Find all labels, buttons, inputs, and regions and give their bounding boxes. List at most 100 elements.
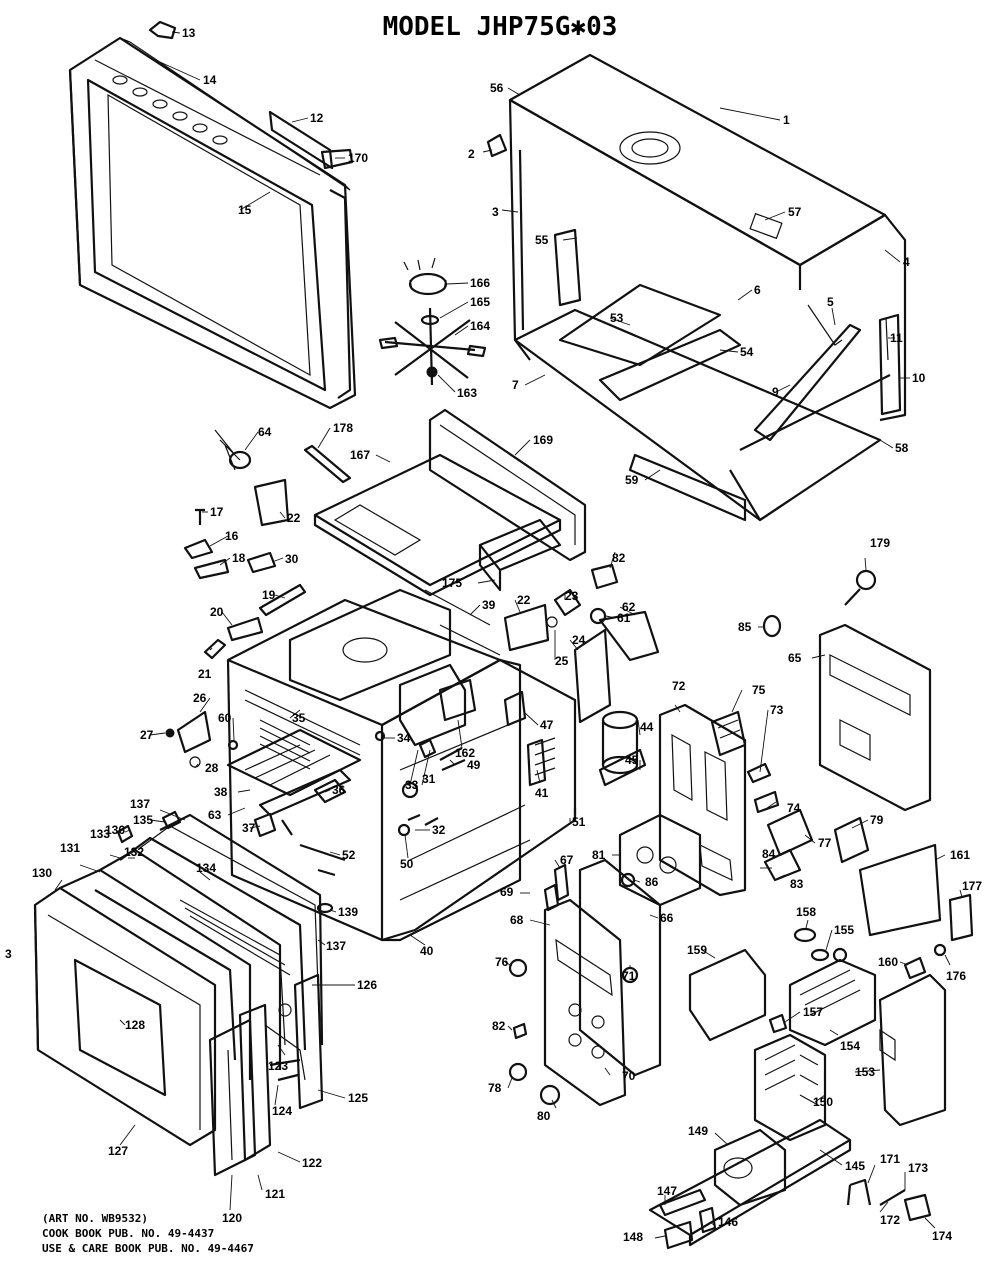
clip-part (148, 20, 177, 40)
callout: 73 (770, 703, 784, 717)
callout: 160 (878, 955, 898, 969)
duct-153 (878, 973, 947, 1127)
callout: 72 (672, 679, 686, 693)
plug-174 (903, 1193, 932, 1222)
part-136 (116, 824, 134, 844)
callout: 67 (560, 853, 574, 867)
callout: 1 (783, 113, 790, 127)
callout: 7 (512, 378, 519, 392)
rod-19 (258, 583, 307, 617)
knob-61 (589, 607, 607, 625)
callout: 69 (500, 885, 514, 899)
strip-part (268, 110, 334, 170)
callout: 19 (262, 588, 276, 602)
callout: 171 (880, 1152, 900, 1166)
callout: 74 (787, 801, 801, 815)
callout: 131 (60, 841, 80, 855)
callout: 127 (108, 1144, 128, 1158)
magnetron-154 (788, 947, 877, 1047)
callout: 120 (222, 1211, 242, 1225)
callout: 83 (790, 877, 804, 891)
part-82 (512, 1022, 528, 1040)
part-147 (658, 1188, 707, 1217)
part-85 (762, 614, 782, 638)
strip-178 (303, 444, 352, 484)
part-160 (903, 956, 927, 980)
callout: 82 (492, 1019, 506, 1033)
callout: 10 (912, 371, 926, 385)
hinge-20 (226, 616, 264, 642)
front-frame (68, 36, 357, 410)
part-73 (746, 762, 772, 784)
callout: 18 (232, 551, 246, 565)
callout: 20 (210, 605, 224, 619)
callout: 135 (133, 813, 153, 827)
callout: 126 (357, 978, 377, 992)
part-157 (768, 1013, 788, 1034)
relay-79 (833, 816, 870, 864)
callout: 130 (32, 866, 52, 880)
callout: 26 (193, 691, 207, 705)
footer-notes: (ART NO. WB9532) COOK BOOK PUB. NO. 49-4… (42, 1212, 254, 1255)
callout: 170 (348, 151, 368, 165)
callout: 81 (592, 848, 606, 862)
knob-80 (539, 1084, 561, 1106)
control-bracket-72 (658, 703, 747, 897)
callout: 161 (950, 848, 970, 862)
callout: 22 (287, 511, 301, 525)
callout: 164 (470, 319, 490, 333)
callout: 45 (625, 753, 639, 767)
control-module-65 (818, 623, 932, 812)
callout: 167 (350, 448, 370, 462)
callout: 55 (535, 233, 549, 247)
callout: 71 (622, 969, 636, 983)
callout: 174 (932, 1229, 952, 1243)
callout: 44 (640, 720, 654, 734)
callout: 85 (738, 620, 752, 634)
art-number: (ART NO. WB9532) (42, 1212, 148, 1225)
callout: 6 (754, 283, 761, 297)
box-162 (438, 678, 477, 722)
callout: 3 (5, 947, 12, 961)
leader-lines (54, 31, 963, 1239)
callout: 169 (533, 433, 553, 447)
callout: 139 (338, 905, 358, 919)
callout: 50 (400, 857, 414, 871)
callout: 79 (870, 813, 884, 827)
callout: 176 (946, 969, 966, 983)
callout: 51 (572, 815, 586, 829)
callout: 21 (198, 667, 212, 681)
callout: 61 (617, 611, 631, 625)
callout: 15 (238, 203, 252, 217)
transformer-150 (753, 1033, 827, 1142)
callout: 58 (895, 441, 909, 455)
cover-161 (858, 843, 942, 937)
callout: 137 (326, 939, 346, 953)
callout: 157 (803, 1005, 823, 1019)
part-74 (753, 790, 780, 814)
hardware-cluster (227, 730, 466, 877)
callout: 132 (124, 845, 144, 859)
callout: 122 (302, 1156, 322, 1170)
callout: 123 (268, 1059, 288, 1073)
small-bracket (486, 133, 508, 158)
callout: 27 (140, 728, 154, 742)
callout: 54 (740, 345, 754, 359)
wire-harness (214, 429, 252, 471)
callout: 53 (610, 311, 624, 325)
callout: 177 (962, 879, 982, 893)
callout: 178 (333, 421, 353, 435)
callout: 75 (752, 683, 766, 697)
callout: 86 (645, 875, 659, 889)
callout: 128 (125, 1018, 145, 1032)
callout: 22 (517, 593, 531, 607)
callout: 14 (203, 73, 217, 87)
callout: 76 (495, 955, 509, 969)
relay-77 (766, 808, 814, 857)
callout: 179 (870, 536, 890, 550)
callout: 149 (688, 1124, 708, 1138)
door-assembly (33, 813, 324, 1177)
callout: 163 (457, 386, 477, 400)
callout: 154 (840, 1039, 860, 1053)
callout: 162 (455, 746, 475, 760)
